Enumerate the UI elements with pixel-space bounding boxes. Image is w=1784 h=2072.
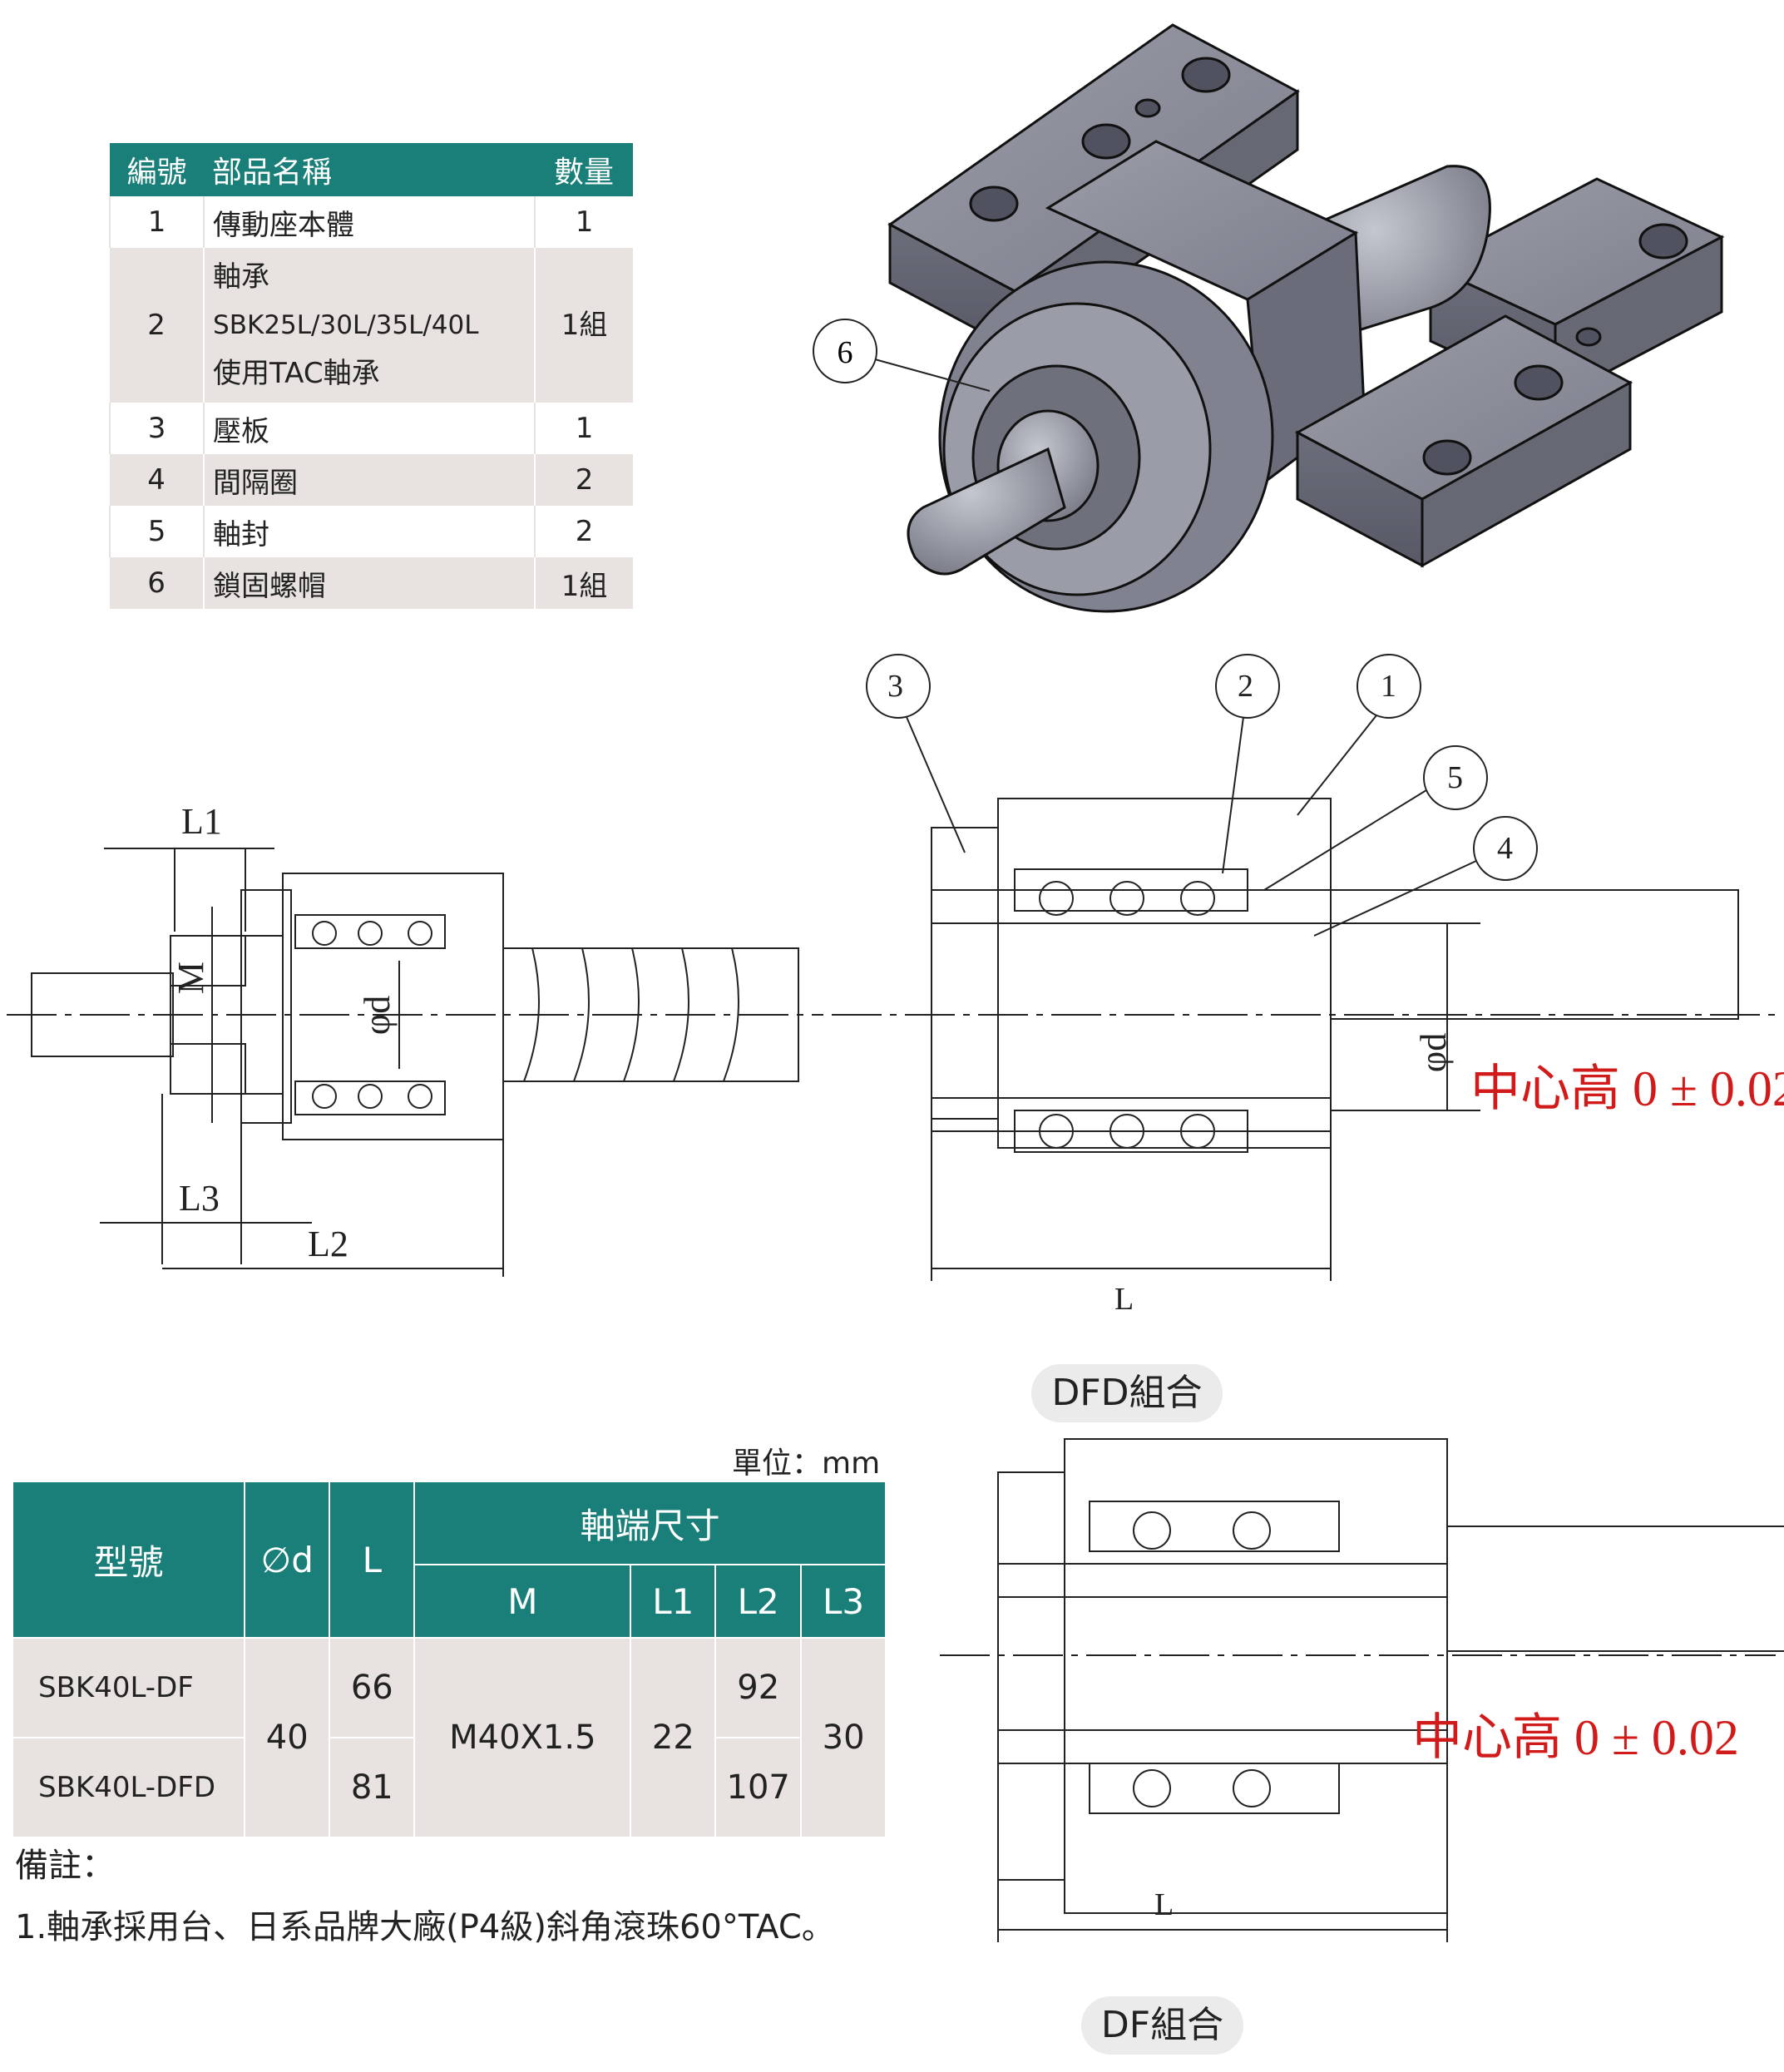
header-L1: L1 [630, 1564, 717, 1639]
header-shaft-end: 軸端尺寸 [413, 1481, 887, 1565]
part-name-line: 軸承 [213, 260, 270, 294]
dfd-combo-label: DFD組合 [1031, 1364, 1223, 1422]
dim-phi-d-right: φd [1413, 1032, 1455, 1073]
df-section-drawing [940, 1438, 1784, 1942]
M-cell: M40X1.5 [413, 1637, 632, 1838]
table-row: SBK40L-DF 40 66 M40X1.5 22 92 30 [11, 1637, 887, 1838]
header-L: L [329, 1481, 416, 1639]
balloon-2: 2 [1238, 669, 1253, 704]
notes-title: 備註： [15, 1847, 115, 1885]
dim-L-dfd: L [1114, 1282, 1134, 1317]
table-row: 4 間隔圈 2 [110, 454, 633, 506]
table-row: SBK40L-DFD 81 107 [11, 1737, 886, 1838]
L-cell: 66 [329, 1637, 416, 1738]
model-cell: SBK40L-DFD [11, 1737, 246, 1838]
part-name: 鎖固螺帽 [203, 557, 536, 609]
table-row: 3 壓板 1 [108, 403, 633, 454]
dim-phi-d-left: φd [357, 995, 398, 1036]
dim-M: M [170, 961, 212, 995]
part-qty: 1 [534, 403, 633, 454]
part-no: 3 [108, 403, 205, 454]
part-qty: 1組 [534, 248, 633, 403]
dim-L1: L1 [181, 801, 222, 842]
part-no: 4 [110, 454, 205, 506]
part-no: 2 [110, 248, 205, 403]
header-model: 型號 [11, 1481, 246, 1639]
part-no: 1 [108, 196, 205, 248]
header-L2: L2 [714, 1564, 803, 1639]
shaft-section-drawing [7, 848, 823, 1277]
dfd-section-drawing [832, 654, 1780, 1281]
parts-table-header: 編號 部品名稱 數量 [110, 143, 633, 196]
part-name-line: SBK25L/30L/35L/40L [213, 310, 479, 340]
part-name-line: 使用TAC軸承 [213, 357, 380, 390]
table-row: 1 傳動座本體 1 [108, 196, 633, 248]
part-qty: 2 [534, 506, 633, 557]
table-row: 5 軸封 2 [108, 506, 633, 557]
part-no: 5 [108, 506, 205, 557]
parts-table: 編號 部品名稱 數量 1 傳動座本體 1 2 軸承 SBK25L/30L/35L… [108, 143, 633, 609]
part-name: 軸承 SBK25L/30L/35L/40L 使用TAC軸承 [203, 248, 536, 403]
balloon-5: 5 [1447, 760, 1463, 795]
part-no: 6 [110, 557, 205, 609]
dim-L3: L3 [179, 1178, 220, 1219]
L1-cell: 22 [630, 1637, 717, 1838]
unit-label: 單位：mm [732, 1446, 881, 1481]
L-cell: 81 [329, 1737, 416, 1838]
balloon-6-leader: 6 [813, 319, 991, 392]
part-name: 傳動座本體 [203, 196, 536, 248]
part-name: 軸封 [203, 506, 536, 557]
d-cell: 40 [244, 1637, 331, 1838]
L2-cell: 107 [714, 1737, 803, 1838]
L3-cell: 30 [800, 1637, 887, 1838]
header-L3: L3 [800, 1564, 887, 1639]
df-combo-label: DF組合 [1081, 1996, 1243, 2055]
balloon-3: 3 [887, 669, 903, 704]
dim-L2: L2 [308, 1224, 348, 1264]
dim-L-df: L [1154, 1887, 1174, 1922]
model-cell: SBK40L-DF [11, 1637, 246, 1738]
balloon-1: 1 [1381, 669, 1396, 704]
part-name: 間隔圈 [203, 454, 536, 506]
header-qty: 數量 [535, 143, 633, 196]
header-M: M [413, 1564, 632, 1639]
table-row: 2 軸承 SBK25L/30L/35L/40L 使用TAC軸承 1組 [110, 248, 633, 403]
bearing-block-3d-render [887, 23, 1725, 613]
header-name: 部品名稱 [204, 143, 536, 196]
balloon-4: 4 [1497, 831, 1513, 866]
part-qty: 1組 [534, 557, 633, 609]
header-no: 編號 [110, 143, 205, 196]
L2-cell: 92 [714, 1637, 803, 1738]
balloon-label: 6 [838, 335, 853, 370]
part-qty: 1 [534, 196, 633, 248]
center-height-dfd: 中心高 0 ± 0.02 [1470, 1061, 1784, 1116]
table-row: 6 鎖固螺帽 1組 [110, 557, 633, 609]
header-d: ∅d [244, 1481, 331, 1639]
notes-line-1: 1.軸承採用台、日系品牌大廠(P4級)斜角滾珠60°TAC。 [15, 1908, 835, 1946]
spec-table: 型號 ∅d L 軸端尺寸 M L1 L2 L3 SBK40L-DF 40 66 … [11, 1481, 887, 1838]
part-name: 壓板 [203, 403, 536, 454]
center-height-df: 中心高 0 ± 0.02 [1412, 1710, 1739, 1765]
part-qty: 2 [534, 454, 633, 506]
